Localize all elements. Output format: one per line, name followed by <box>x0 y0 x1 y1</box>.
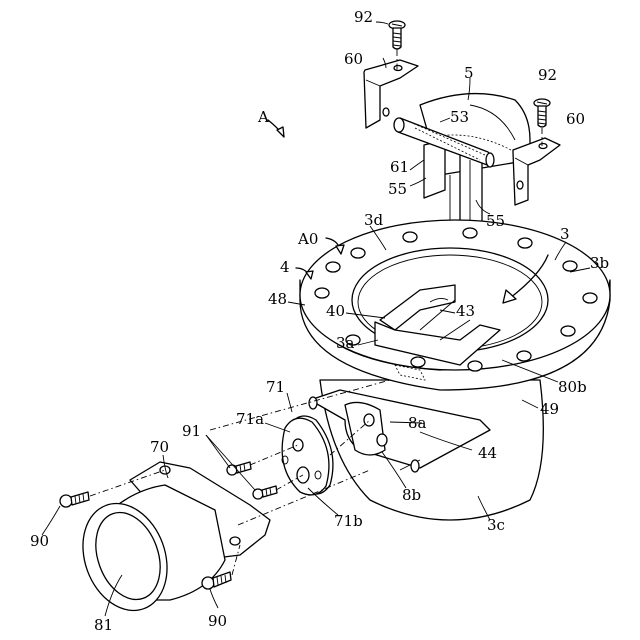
label-91: 91 <box>182 422 201 440</box>
label-40: 40 <box>326 302 345 320</box>
label-90-bottom: 90 <box>208 612 227 630</box>
label-44: 44 <box>478 444 497 462</box>
screw-91-upper <box>227 462 251 475</box>
label-81: 81 <box>94 616 113 634</box>
screw-92-right <box>534 99 550 127</box>
view-arrow-a <box>268 120 284 137</box>
label-70: 70 <box>150 438 169 456</box>
label-71a: 71a <box>236 410 264 428</box>
label-92-right: 92 <box>538 66 557 84</box>
housing-3 <box>300 220 610 520</box>
label-55-left: 55 <box>388 180 407 198</box>
label-80b: 80b <box>558 378 587 396</box>
label-71: 71 <box>266 378 285 396</box>
label-60-left: 60 <box>344 50 363 68</box>
label-92-left: 92 <box>354 8 373 26</box>
label-43: 43 <box>456 302 475 320</box>
label-3c: 3c <box>487 516 505 534</box>
label-3d: 3d <box>364 211 384 229</box>
label-71b: 71b <box>334 512 363 530</box>
screw-92-left <box>389 21 405 49</box>
screw-91-lower <box>253 486 277 499</box>
label-90-left: 90 <box>30 532 49 550</box>
label-3a: 3a <box>336 334 355 352</box>
pipe-socket-70 <box>69 462 270 622</box>
screw-90-left <box>60 492 89 507</box>
label-4: 4 <box>280 258 290 276</box>
label-55-right: 55 <box>486 212 505 230</box>
label-48: 48 <box>268 290 287 308</box>
label-60-right: 60 <box>566 110 585 128</box>
bracket-60-left <box>364 60 418 128</box>
label-61: 61 <box>390 158 409 176</box>
label-3b: 3b <box>590 254 609 272</box>
label-53: 53 <box>450 108 469 126</box>
bracket-60-right <box>513 138 560 205</box>
label-3: 3 <box>560 225 570 243</box>
disc-71 <box>282 416 333 495</box>
label-5: 5 <box>464 64 474 82</box>
label-A: A <box>257 108 269 126</box>
label-A0: A0 <box>297 230 318 248</box>
label-8b: 8b <box>402 486 421 504</box>
label-8a: 8a <box>408 414 427 432</box>
label-49: 49 <box>540 400 559 418</box>
